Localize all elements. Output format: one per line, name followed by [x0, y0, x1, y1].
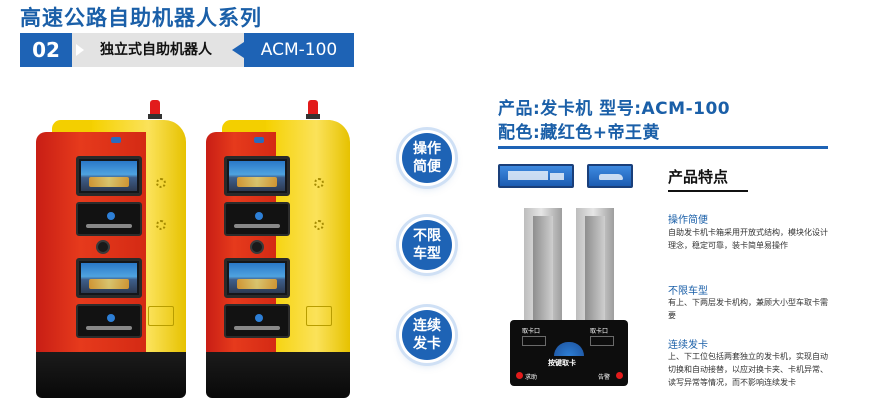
- feature-desc: 上、下工位包括两套独立的发卡机，实现自动切换和自动接替，以应对换卡夹、卡机异常、…: [668, 352, 828, 387]
- kiosk-card-slot: [306, 306, 332, 326]
- features-heading: 产品特点: [668, 168, 729, 186]
- section-label: 独立式自助机器人: [100, 42, 212, 58]
- left-slot-label: 取卡口: [522, 328, 541, 335]
- kiosk-screen-lower: [224, 258, 290, 298]
- product-model-line: 产品:发卡机 型号:ACM-100: [498, 99, 731, 119]
- kiosk-button: [96, 240, 110, 254]
- circle-label-line2: 车型: [413, 246, 441, 262]
- card-key-icon: [554, 342, 584, 356]
- help-label: 求助: [525, 374, 538, 381]
- kiosk-button: [250, 240, 264, 254]
- feature-name: 不限车型: [668, 286, 708, 297]
- warning-light-icon: [150, 100, 160, 114]
- speaker-icon: [156, 220, 166, 230]
- kiosk-card-panel-upper: [76, 202, 142, 236]
- warning-light-base: [306, 114, 320, 119]
- warning-light-icon: [308, 100, 318, 114]
- right-card-slot: [590, 336, 614, 346]
- camera-icon: [111, 137, 121, 143]
- circle-label-line1: 连续: [413, 318, 441, 334]
- kiosk-card-panel-lower: [224, 304, 290, 338]
- circle-label-line1: 操作: [413, 141, 441, 157]
- truck-thumbnail: [498, 164, 574, 188]
- feature-name: 操作简便: [668, 215, 708, 226]
- section-label-box: [72, 33, 244, 67]
- kiosk-card-slot: [148, 306, 174, 326]
- kiosk-card-panel-lower: [76, 304, 142, 338]
- circle-label-line2: 发卡: [413, 336, 441, 352]
- section-header-band: 02 独立式自助机器人 ACM-100: [20, 33, 354, 67]
- kiosk-image-angle: [206, 100, 356, 398]
- chevron-left-icon: [232, 42, 244, 58]
- dispenser-panel: 取卡口 取卡口 按键取卡 求助 告警: [510, 320, 628, 386]
- car-thumbnail: [587, 164, 633, 188]
- warning-light-base: [148, 114, 162, 119]
- divider: [498, 146, 828, 149]
- feature-circle-easy: 操作简便: [402, 133, 452, 183]
- feature-circle-any-vehicle: 不限车型: [402, 220, 452, 270]
- feature-name: 连续发卡: [668, 340, 708, 351]
- features-underline: [668, 190, 748, 192]
- speaker-icon: [156, 178, 166, 188]
- feature-desc: 自助发卡机卡箱采用开放式结构，模块化设计理念，稳定可靠，装卡简单易操作: [668, 228, 828, 250]
- kiosk-card-panel-upper: [224, 202, 290, 236]
- chevron-right-icon: [76, 44, 84, 56]
- feature-desc: 有上、下两层发卡机构，兼顾大小型车取卡需要: [668, 298, 828, 320]
- product-color-line: 配色:藏红色+帝王黄: [498, 123, 661, 143]
- model-badge: ACM-100: [244, 33, 354, 67]
- section-number: 02: [20, 33, 72, 67]
- camera-icon: [254, 137, 264, 143]
- alarm-label: 告警: [598, 374, 611, 381]
- kiosk-image-front: [36, 100, 186, 398]
- left-card-slot: [522, 336, 546, 346]
- card-dispenser-image: 取卡口 取卡口 按键取卡 求助 告警: [510, 208, 628, 408]
- right-slot-label: 取卡口: [590, 328, 609, 335]
- circle-label-line2: 简便: [413, 159, 441, 175]
- circle-label-line1: 不限: [413, 228, 441, 244]
- kiosk-base: [206, 352, 350, 398]
- speaker-icon: [314, 220, 324, 230]
- feature-circle-continuous: 连续发卡: [402, 310, 452, 360]
- kiosk-screen-upper: [224, 156, 290, 196]
- kiosk-screen-upper: [76, 156, 142, 196]
- dispenser-column-right: [576, 208, 614, 334]
- help-indicator-icon: [516, 372, 523, 379]
- speaker-icon: [314, 178, 324, 188]
- kiosk-screen-lower: [76, 258, 142, 298]
- alarm-indicator-icon: [616, 372, 623, 379]
- dispenser-column-left: [524, 208, 562, 334]
- page-title: 高速公路自助机器人系列: [20, 6, 262, 30]
- key-label: 按键取卡: [548, 359, 576, 367]
- kiosk-base: [36, 352, 186, 398]
